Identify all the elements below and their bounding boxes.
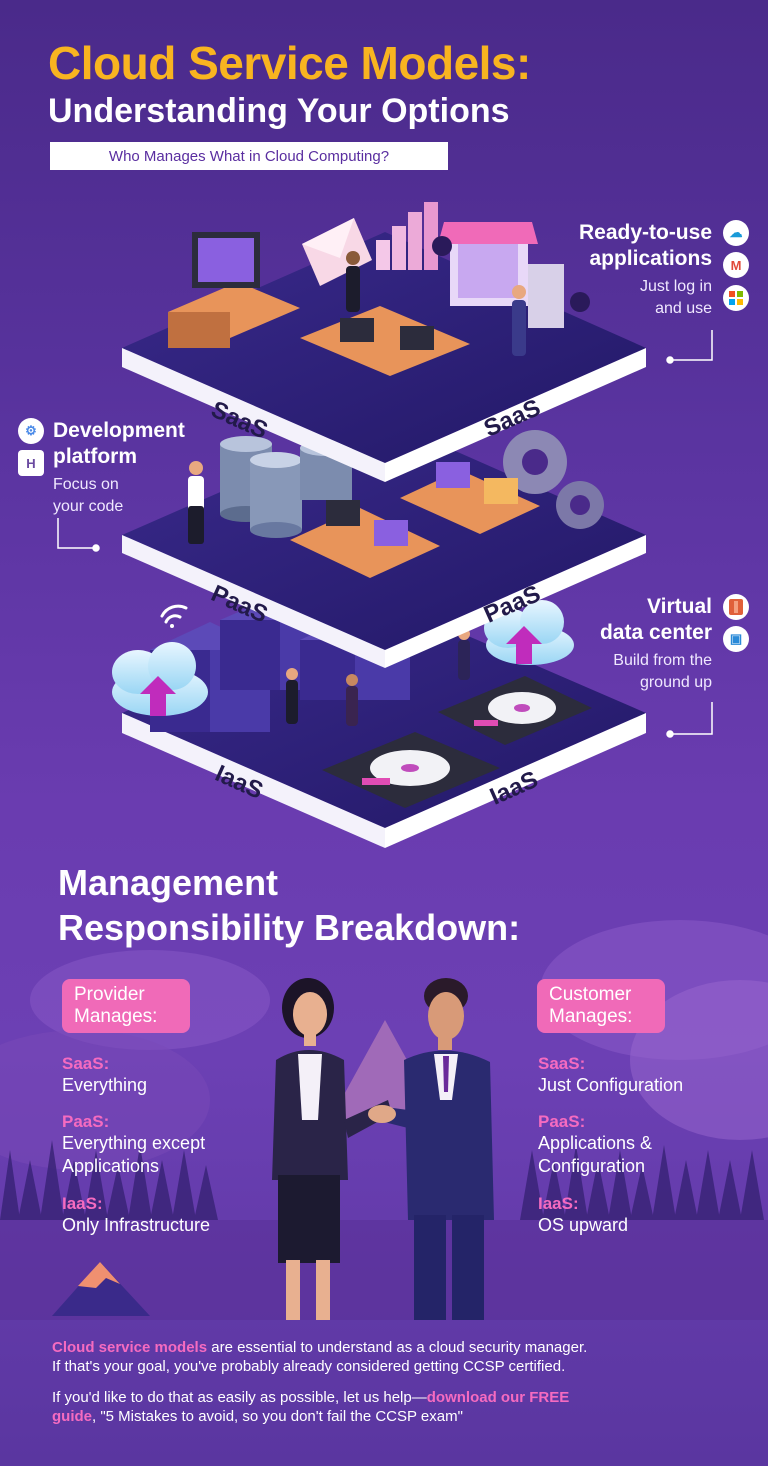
aws-icon (723, 594, 749, 620)
office-desk-left (168, 232, 300, 348)
iaas-callout-sub-1: Build from the (613, 652, 712, 669)
footer-p1-rest: are essential to understand as a cloud s… (207, 1339, 588, 1356)
provider-paas-value-1: Everything except (62, 1133, 206, 1153)
paas-layer (122, 420, 646, 668)
customer-iaas-head: IaaS: (538, 1194, 579, 1213)
tagline-banner: Who Manages What in Cloud Computing? (50, 142, 448, 170)
salesforce-icon: ☁ (723, 220, 749, 246)
saas-callout-sub-2: and use (655, 300, 712, 317)
saas-platform-right-side (385, 348, 646, 482)
customer-paas-value-1: Applications & (538, 1133, 653, 1153)
saas-layer (122, 202, 646, 482)
paas-callout-title-2: platform (53, 445, 137, 468)
pine-tree-silhouettes (0, 1140, 764, 1220)
provider-paas-value-2: Applications (62, 1156, 160, 1176)
paas-callout: Development platform Focus on your code (53, 418, 185, 518)
iaas-platform-right-side (385, 713, 646, 848)
customer-iaas-value: OS upward (538, 1215, 629, 1235)
cloud-upload-right-icon (484, 600, 574, 665)
customer-paas-value-2: Configuration (538, 1156, 646, 1176)
handshake-illustration (272, 978, 494, 1320)
paas-platform-left-side (122, 535, 385, 668)
provider-paas-head: PaaS: (62, 1112, 110, 1131)
customer-item-paas: PaaS: Applications & Configuration (538, 1112, 652, 1178)
plant-icon (432, 236, 452, 256)
download-guide-link[interactable]: download our FREE (426, 1389, 570, 1406)
provider-saas-value: Everything (62, 1075, 148, 1095)
callout-connectors (57, 330, 713, 738)
customer-badge-line-1: Customer (549, 984, 632, 1005)
database-cylinders (220, 436, 352, 538)
office-desk-middle (300, 306, 470, 376)
gmail-icon: M (723, 252, 749, 278)
iaas-callout-sub-2: ground up (639, 674, 712, 691)
provider-manages-badge: Provider Manages: (62, 979, 190, 1033)
handshake-hands (368, 1105, 396, 1123)
management-title-line-2: Responsibility Breakdown: (58, 907, 521, 948)
envelope-icon (302, 218, 372, 286)
cloud-upload-left-icon (112, 642, 208, 716)
paas-callout-sub-2: your code (53, 498, 124, 515)
customer-badge-line-2: Manages: (549, 1006, 633, 1027)
saas-callout-title-1: Ready-to-use (578, 221, 712, 244)
paas-callout-title-1: Development (53, 419, 185, 442)
footer-p2-end: , "5 Mistakes to avoid, so you don't fai… (92, 1408, 463, 1425)
provider-iaas-head: IaaS: (62, 1194, 103, 1213)
paas-callout-sub-1: Focus on (53, 476, 119, 493)
page-title: Cloud Service Models: (48, 37, 531, 89)
iaas-callout: Virtual data center Build from the groun… (600, 594, 712, 694)
iaas-callout-title-2: data center (599, 621, 712, 644)
iaas-platform-left-side (122, 713, 385, 848)
developer-desks (290, 462, 540, 578)
microsoft-icon (723, 285, 749, 311)
provider-iaas-value: Only Infrastructure (62, 1215, 211, 1235)
wifi-icon (160, 604, 188, 628)
app-engine-icon: ⚙ (18, 418, 44, 444)
footer-highlight: Cloud service models (52, 1339, 208, 1356)
customer-item-iaas: IaaS: OS upward (538, 1194, 628, 1237)
customer-paas-head: PaaS: (538, 1112, 586, 1131)
page-subtitle: Understanding Your Options (48, 92, 510, 130)
provider-item-paas: PaaS: Everything except Applications (62, 1112, 205, 1178)
small-mountain-icon (52, 1262, 150, 1316)
footer-paragraph-1: Cloud service models are essential to un… (52, 1338, 587, 1357)
provider-badge-line-1: Provider (74, 984, 145, 1005)
hard-drive-1 (322, 732, 500, 808)
bar-chart-icon (376, 202, 438, 270)
management-title-line-1: Management (58, 862, 279, 903)
businessman-figure (376, 978, 494, 1320)
customer-saas-head: SaaS: (538, 1054, 586, 1073)
paas-platform-right-side (385, 535, 646, 668)
saas-platform-left-side (122, 348, 385, 482)
provider-item-iaas: IaaS: Only Infrastructure (62, 1194, 210, 1237)
footer-text: Cloud service models are essential to un… (52, 1338, 587, 1426)
download-guide-link-continued[interactable]: guide (52, 1408, 92, 1425)
cloud-stack-illustration (57, 202, 713, 848)
azure-vm-icon: ▣ (723, 626, 749, 652)
saas-callout-sub-1: Just log in (639, 278, 712, 295)
storefront-icon (438, 222, 564, 328)
footer-paragraph-1-line-2: If that's your goal, you've probably alr… (52, 1358, 566, 1375)
presenter-figure (188, 461, 204, 544)
customer-manages-badge: Customer Manages: (537, 979, 665, 1033)
iaas-callout-title-1: Virtual (647, 595, 712, 618)
office-worker-figures (346, 251, 526, 356)
provider-saas-head: SaaS: (62, 1054, 110, 1073)
customer-item-saas: SaaS: Just Configuration (538, 1054, 683, 1097)
heroku-icon: H (18, 450, 44, 476)
footer-paragraph-2: If you'd like to do that as easily as po… (52, 1388, 587, 1407)
saas-callout-title-2: applications (589, 247, 712, 270)
hard-drive-2 (438, 676, 592, 745)
provider-item-saas: SaaS: Everything (62, 1054, 147, 1097)
provider-badge-line-2: Manages: (74, 1006, 158, 1027)
footer-paragraph-2-line-2: guide, "5 Mistakes to avoid, so you don'… (52, 1407, 587, 1426)
tagline-text: Who Manages What in Cloud Computing? (108, 147, 390, 165)
saas-callout: Ready-to-use applications Just log in an… (579, 220, 712, 320)
plant-icon (570, 292, 590, 312)
gear-icon (503, 430, 604, 529)
businesswoman-figure (272, 978, 392, 1320)
customer-saas-value: Just Configuration (538, 1075, 684, 1095)
management-title: Management Responsibility Breakdown: (58, 860, 520, 950)
footer-p2-start: If you'd like to do that as easily as po… (52, 1389, 427, 1406)
